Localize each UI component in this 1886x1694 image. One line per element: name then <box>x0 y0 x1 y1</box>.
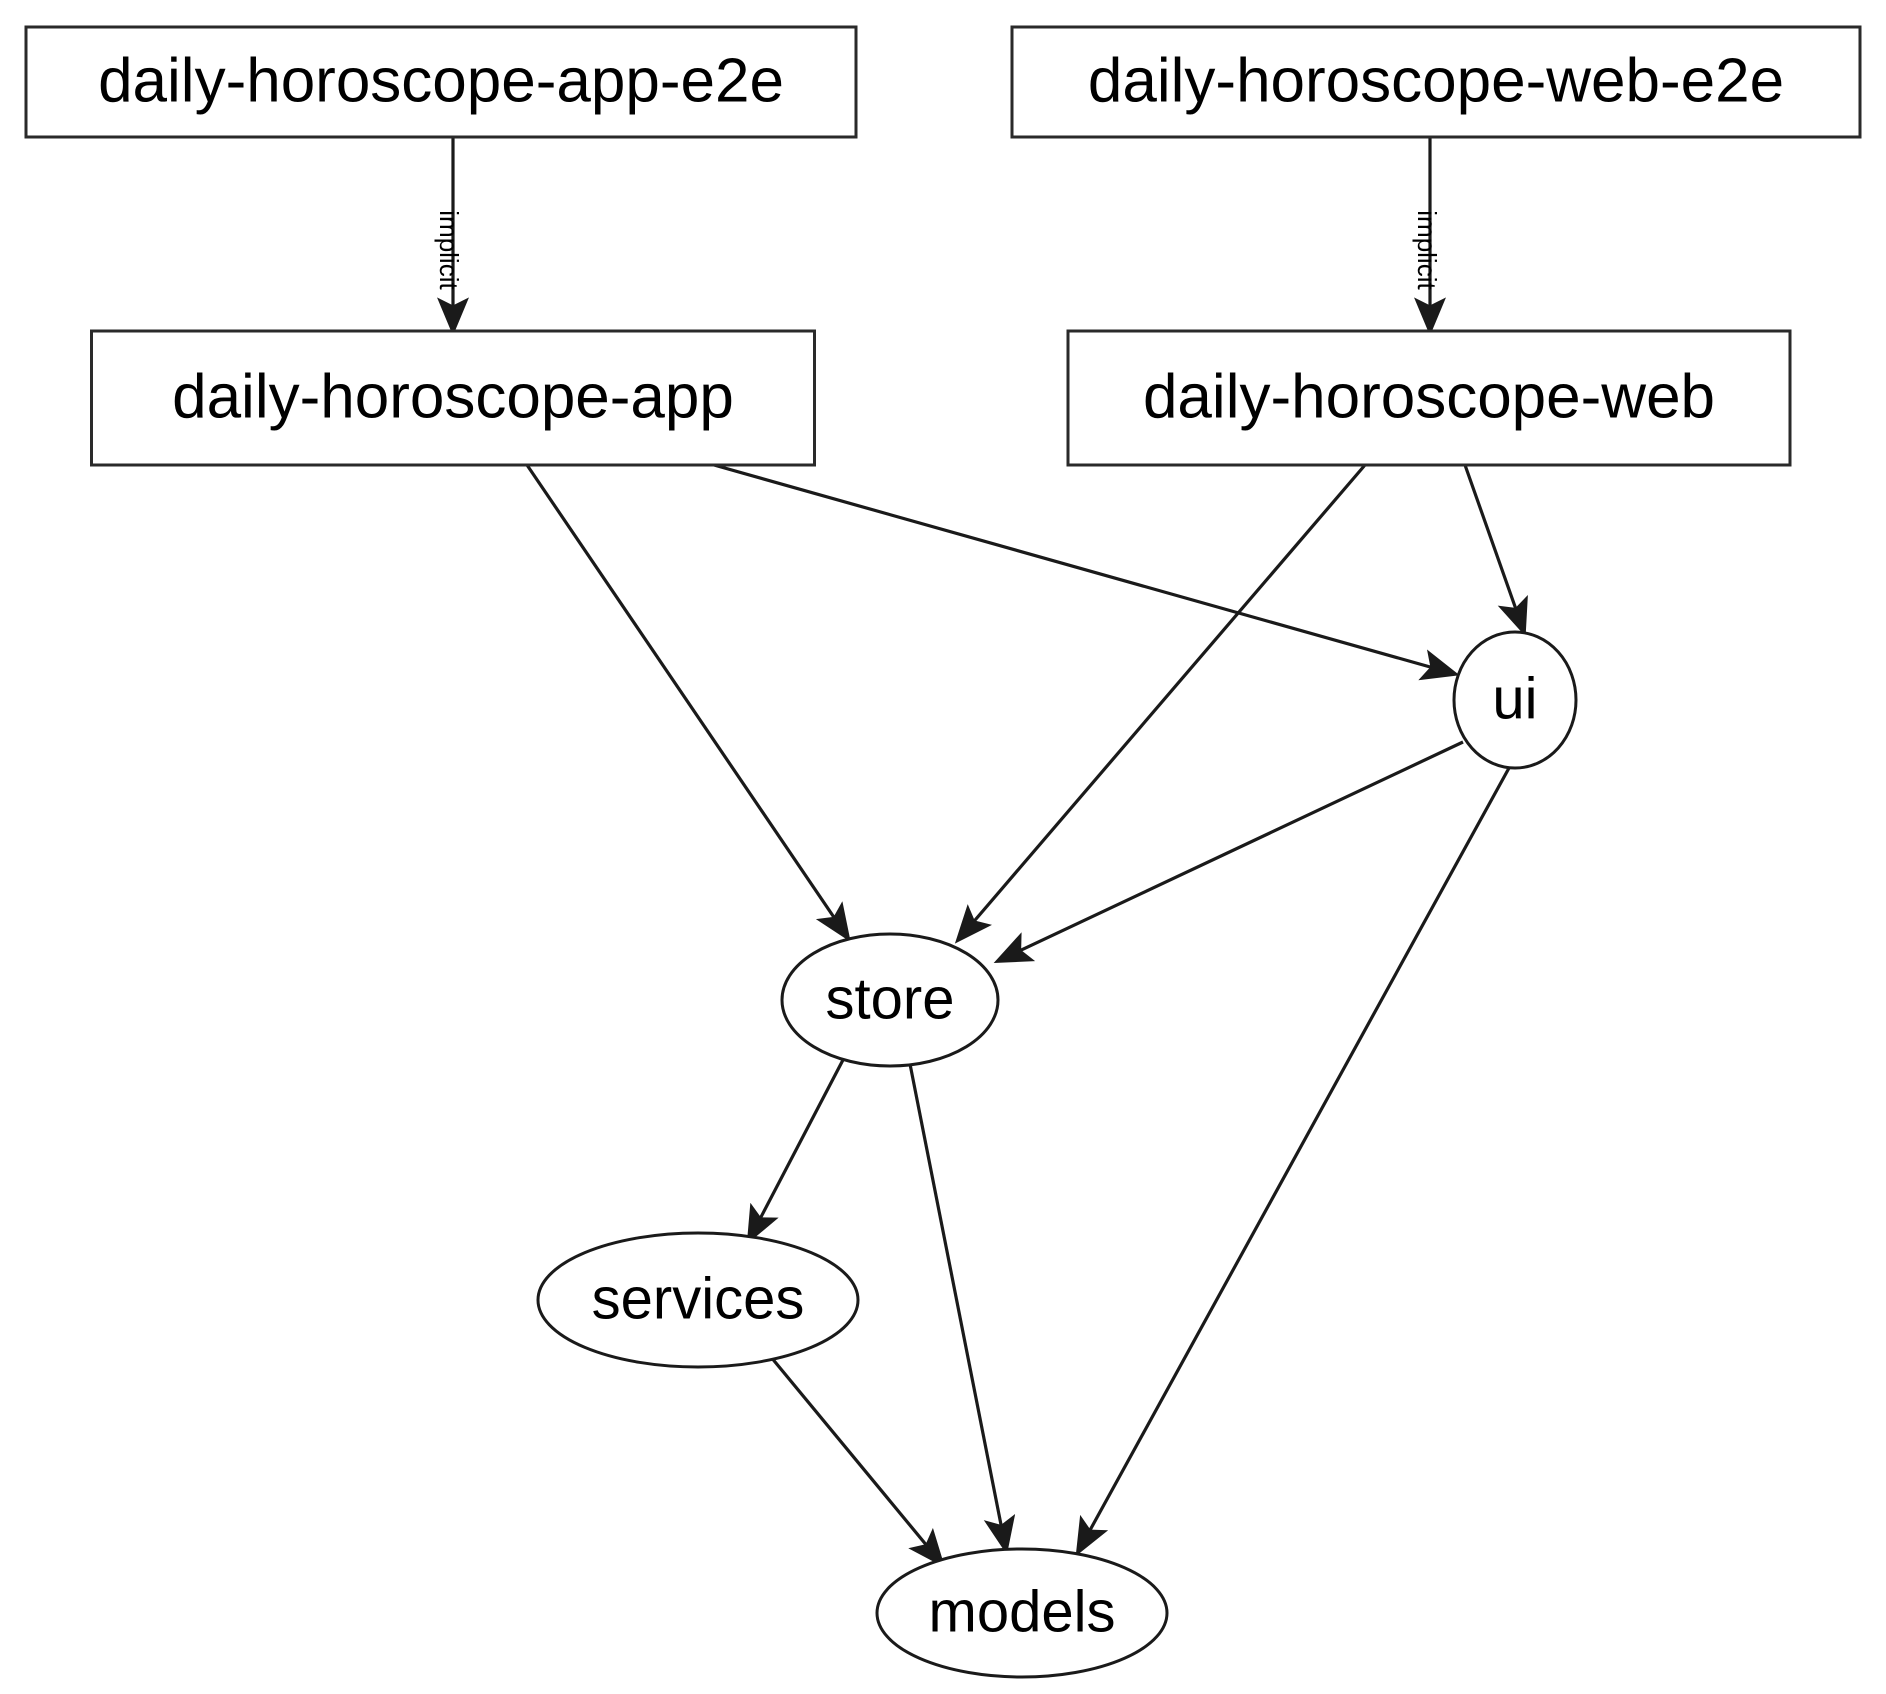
node-ellipse-shape <box>536 1231 860 1369</box>
edges-layer <box>437 137 1528 1568</box>
edge-line <box>1463 464 1528 637</box>
node-ellipse-shape <box>780 932 1000 1068</box>
node-ellipse-shape <box>875 1547 1169 1679</box>
graph-edge[interactable] <box>525 464 851 942</box>
graph-node-daily-horoscope-app[interactable]: daily-horoscope-app <box>90 329 816 467</box>
graph-node-services[interactable]: services <box>536 1231 860 1369</box>
node-label: daily-horoscope-app <box>172 362 734 431</box>
graph-edge[interactable] <box>1463 464 1528 637</box>
node-label: models <box>929 1579 1116 1644</box>
node-rect-shape <box>1010 25 1862 139</box>
graph-edge[interactable] <box>713 463 1460 681</box>
edge-line <box>1075 767 1511 1557</box>
graph-edge[interactable] <box>908 1063 1016 1555</box>
node-label: services <box>592 1266 805 1331</box>
node-label: daily-horoscope-web-e2e <box>1088 46 1784 115</box>
graph-node-daily-horoscope-web[interactable]: daily-horoscope-web <box>1066 329 1792 467</box>
edge-line <box>764 1349 946 1568</box>
node-label: daily-horoscope-app-e2e <box>98 46 784 115</box>
node-rect-shape <box>24 25 858 139</box>
graph-edge[interactable] <box>746 1057 846 1245</box>
node-label: store <box>826 966 955 1031</box>
node-ellipse-shape <box>1452 630 1578 770</box>
edge-label: implicit <box>1412 210 1442 290</box>
graph-node-store[interactable]: store <box>780 932 1000 1068</box>
nodes-layer: daily-horoscope-app-e2e daily-horoscope-w… <box>24 25 1862 1679</box>
node-label: daily-horoscope-web <box>1143 362 1715 431</box>
node-rect-shape <box>1066 329 1792 467</box>
edge-label: implicit <box>434 210 464 290</box>
edge-labels-layer: implicit implicit <box>434 210 1442 290</box>
graph-edge[interactable] <box>764 1349 946 1568</box>
edge-line <box>746 1057 846 1245</box>
graph-node-daily-horoscope-app-e2e[interactable]: daily-horoscope-app-e2e <box>24 25 858 139</box>
node-rect-shape <box>90 329 816 467</box>
edge-line <box>713 463 1460 681</box>
edge-line <box>993 740 1464 964</box>
graph-node-ui[interactable]: ui <box>1452 630 1578 770</box>
edge-line <box>525 464 851 942</box>
graph-edge[interactable] <box>954 463 1367 944</box>
edge-line <box>908 1063 1016 1555</box>
graph-node-models[interactable]: models <box>875 1547 1169 1679</box>
graph-edge[interactable] <box>993 740 1464 964</box>
graph-node-daily-horoscope-web-e2e[interactable]: daily-horoscope-web-e2e <box>1010 25 1862 139</box>
graph-edge[interactable] <box>1075 767 1511 1557</box>
edge-line <box>954 463 1367 944</box>
node-label: ui <box>1492 666 1537 731</box>
